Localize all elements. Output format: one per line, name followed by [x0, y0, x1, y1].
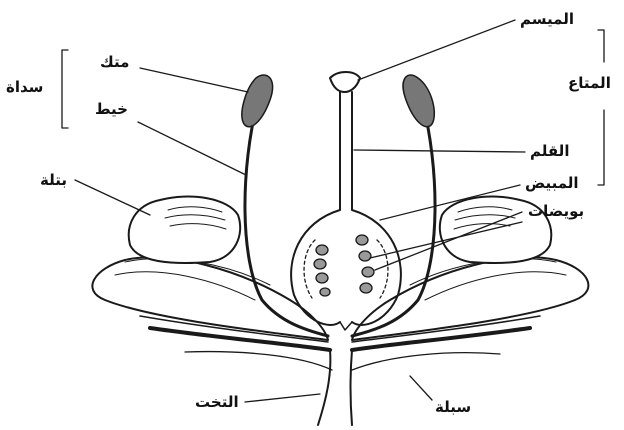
sepal-left — [92, 257, 330, 350]
label-sepal: سبلة — [435, 400, 471, 415]
label-pistil: المتاع — [568, 76, 611, 91]
pistil-shape — [291, 72, 401, 330]
label-style: القلم — [530, 144, 569, 159]
label-receptacle: التخت — [195, 395, 239, 410]
ovules-shape — [304, 235, 388, 298]
label-filament: خيط — [95, 102, 128, 117]
label-petal: بتلة — [40, 173, 67, 188]
label-ovules: بويضات — [528, 204, 584, 219]
sepal-right — [352, 257, 588, 350]
label-anther: متك — [100, 55, 129, 70]
label-stamen: سداة — [6, 80, 43, 95]
label-stigma: الميسم — [520, 12, 574, 27]
label-ovary: المبيض — [525, 176, 579, 191]
petal-left — [129, 196, 240, 263]
